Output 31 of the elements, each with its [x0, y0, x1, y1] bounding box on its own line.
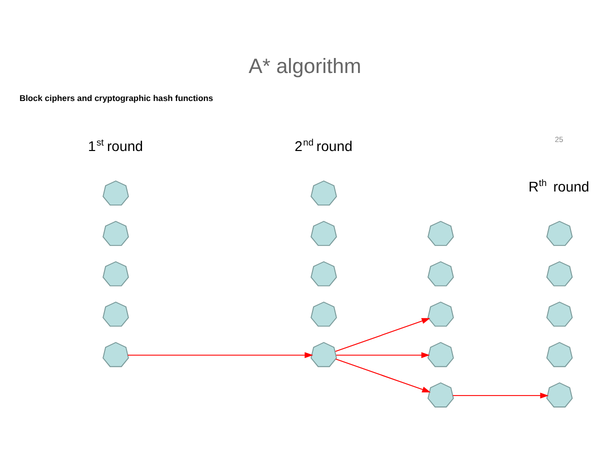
- node-heptagon: [102, 180, 129, 206]
- node-heptagon: [546, 220, 573, 246]
- node-heptagon: [546, 302, 573, 327]
- node-heptagon: [546, 342, 573, 368]
- node-heptagon: [546, 261, 573, 286]
- diagram-title: A* algorithm: [248, 55, 362, 78]
- label: 2$^{nd}$ round: [294, 136, 352, 154]
- node-heptagon: [102, 220, 129, 246]
- label: 25: [554, 134, 564, 144]
- node-heptagon: [310, 180, 337, 206]
- label: R$^{th}$ round: [528, 176, 590, 194]
- node-heptagon: [428, 382, 454, 408]
- node-heptagon: [428, 220, 454, 246]
- node-heptagon: [310, 261, 337, 286]
- node-heptagon: [310, 302, 337, 327]
- node-heptagon: [428, 342, 454, 368]
- arrow: [334, 318, 430, 352]
- arrow: [335, 358, 431, 392]
- node-heptagon: [102, 302, 129, 327]
- node-heptagon: [310, 342, 337, 368]
- node-heptagon: [102, 261, 129, 286]
- node-heptagon: [428, 302, 454, 327]
- node-heptagon: [546, 382, 573, 408]
- label: Block ciphers and cryptographic hash functions: [19, 92, 214, 103]
- node-heptagon: [428, 261, 454, 286]
- arrow: [127, 352, 314, 358]
- node-heptagon: [310, 220, 337, 246]
- label: 1$^{st}$ round: [88, 136, 143, 154]
- node-heptagon: [102, 342, 129, 368]
- arrow: [452, 392, 549, 399]
- arrow: [336, 352, 430, 358]
